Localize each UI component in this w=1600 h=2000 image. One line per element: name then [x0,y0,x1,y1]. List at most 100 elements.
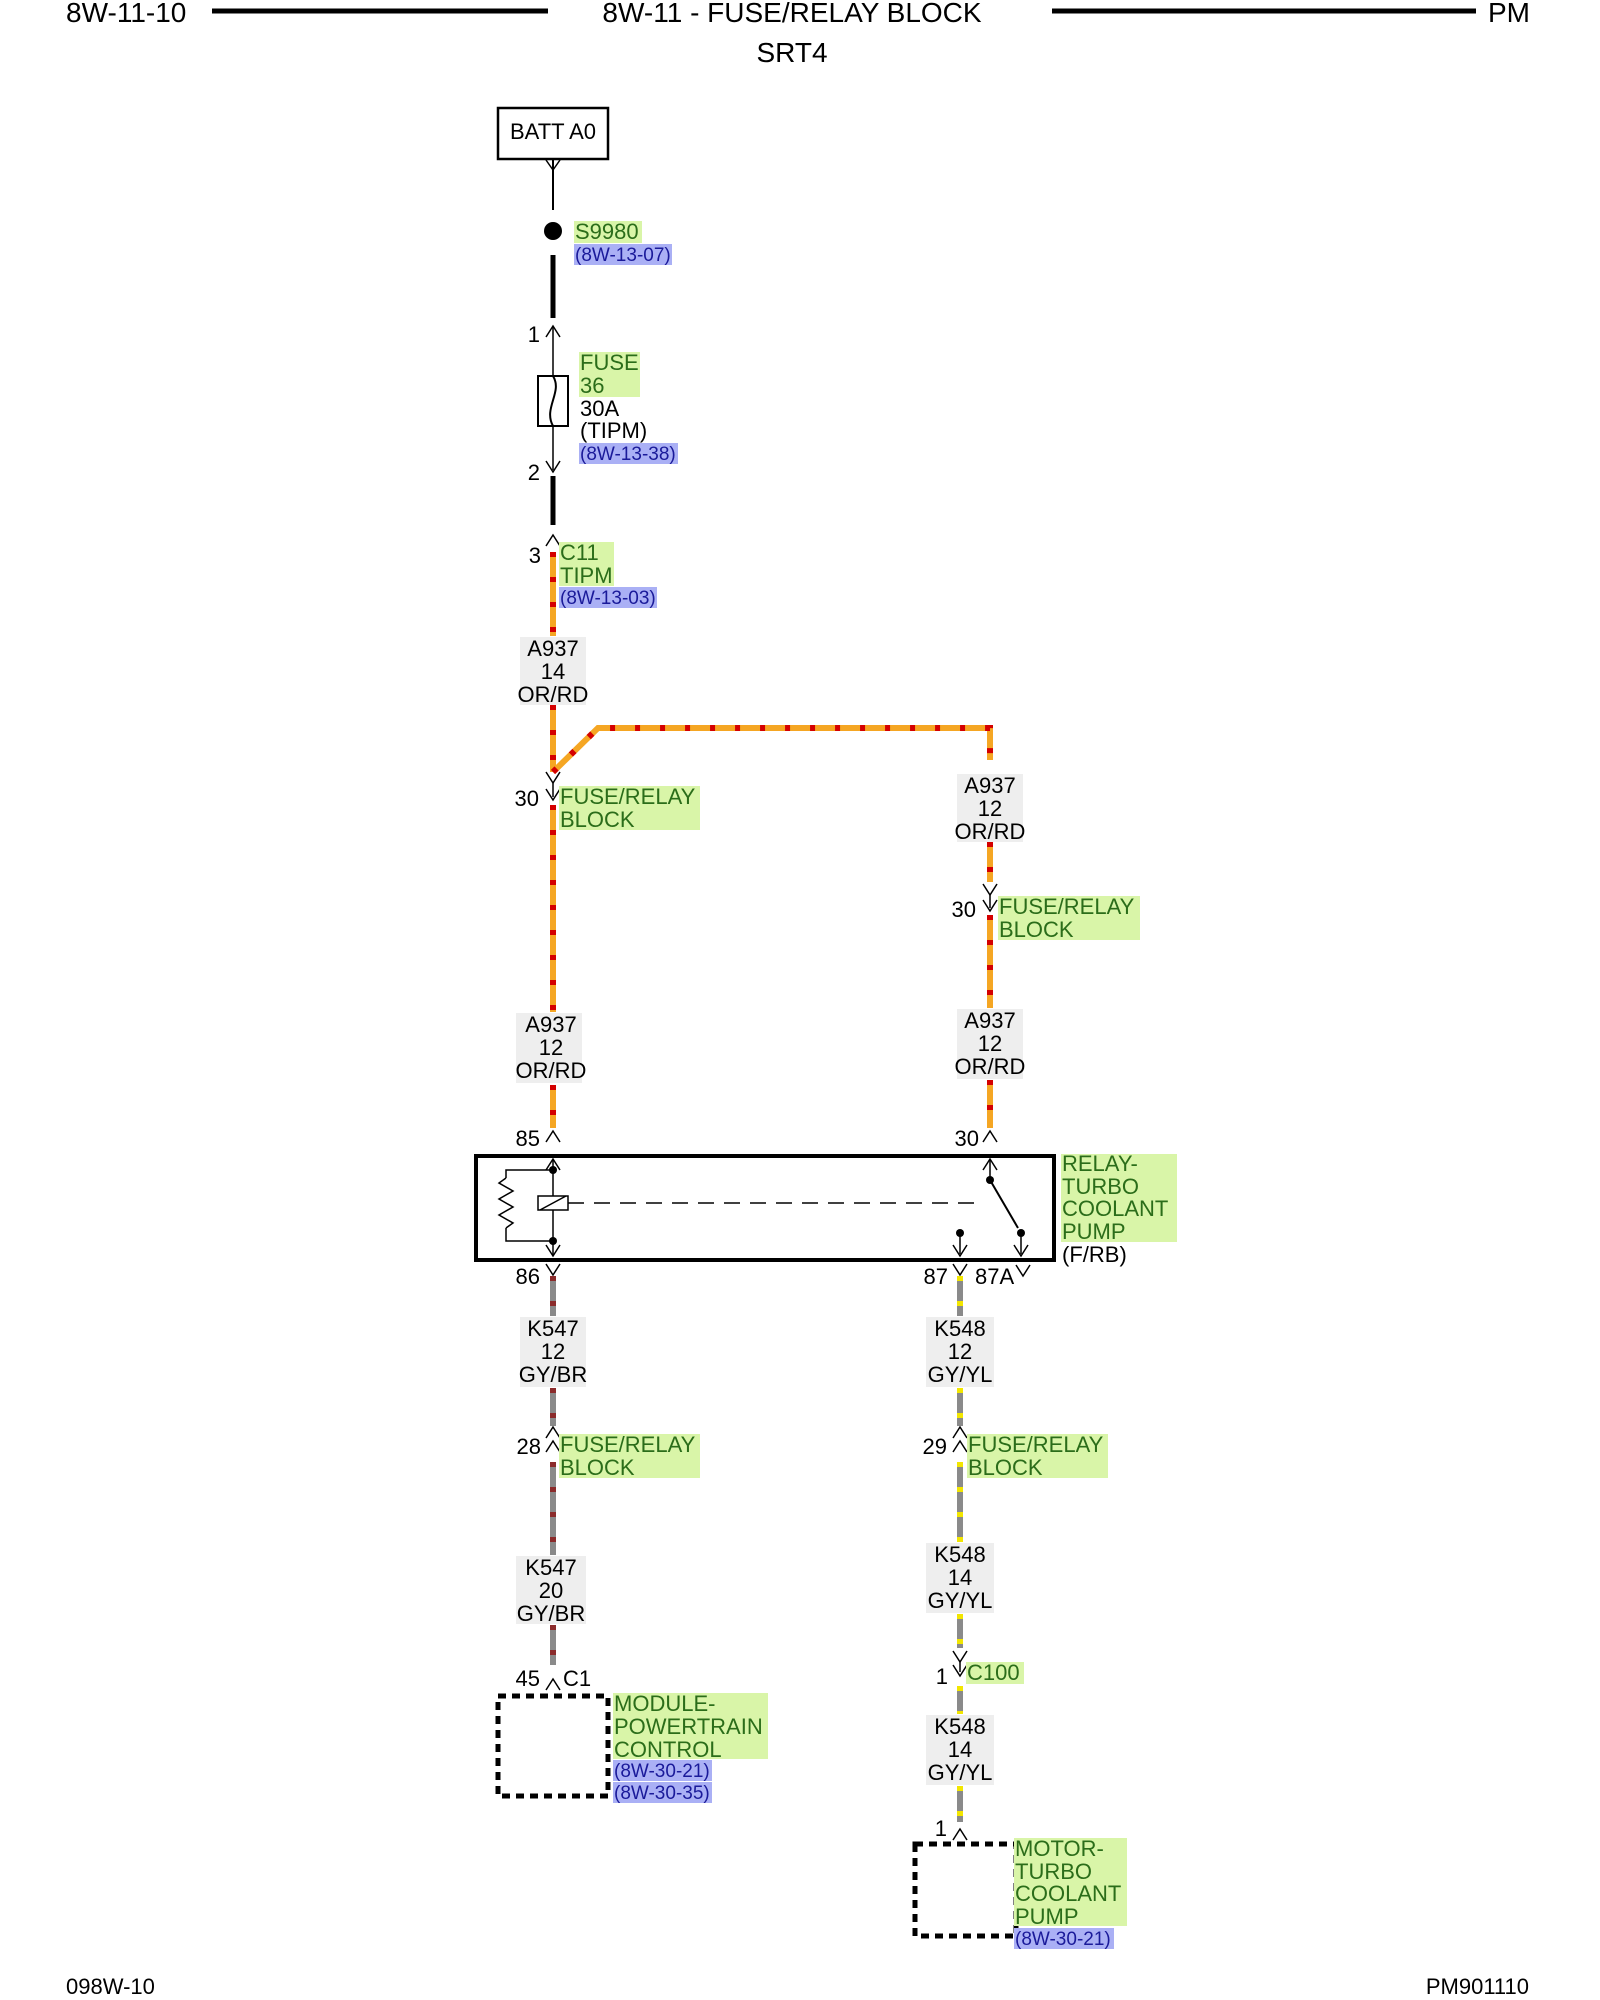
relay-pin-86: 86 [516,1264,540,1289]
wire-gauge: 20 [539,1578,563,1603]
footer-left: 098W-10 [66,1974,155,1999]
wire-a937-group [550,552,993,1128]
header-title: 8W-11 - FUSE/RELAY BLOCK [602,0,981,28]
frb-left-chevron [545,771,561,785]
wire-a937-branch-dash [550,725,993,775]
wire-color: GY/YL [928,1362,993,1387]
header-subtitle: SRT4 [756,37,827,68]
wire-gauge: 12 [948,1339,972,1364]
wire-circuit: A937 [525,1012,576,1037]
relay-resistor [497,1177,515,1229]
frb-right-pin: 30 [952,897,976,922]
motor-label-bg [1014,1838,1127,1926]
fuse-ref-bg [579,443,678,464]
wire-label-bg [516,1556,586,1624]
wire-circuit: K547 [527,1316,578,1341]
fuse-ref: (8W-13-38) [580,444,676,465]
wire-label-bg [520,637,586,705]
splice-dot [544,222,562,240]
relay-coil-slash [539,1195,567,1211]
relay-pin-87-chevron [952,1263,968,1277]
wire-gauge: 12 [978,1031,1002,1056]
motor-chevron [952,1827,968,1841]
wire-color: OR/RD [955,819,1026,844]
frb-29-label-1: FUSE/RELAY [968,1432,1104,1457]
frb-28-label-2: BLOCK [560,1455,635,1480]
pcm-ref-bg-2 [613,1782,712,1803]
wire-circuit: K547 [525,1555,576,1580]
motor-label-4: PUMP [1015,1904,1079,1929]
c11-ref: (8W-13-03) [560,588,656,609]
pcm-pin: 45 [516,1666,540,1691]
relay-contact-87a-chevron [1013,1244,1029,1258]
fuse-pin-in: 1 [528,322,540,347]
frb-right-label-2: BLOCK [999,917,1074,942]
wire-gauge: 14 [948,1737,972,1762]
wire-gauge: 12 [978,796,1002,821]
frb-right-chevron [982,883,998,897]
fuse-pin-out: 2 [528,460,540,485]
relay-switch-arm [989,1179,1019,1229]
relay-box [474,1154,1056,1262]
header-right: PM [1488,0,1530,28]
wire-label-bg [957,1009,1023,1079]
header: 8W-11-10 8W-11 - FUSE/RELAY BLOCK PM SRT… [66,0,1530,68]
relay-resistor-lead-bottom [505,1228,553,1242]
relay-label-4: PUMP [1062,1219,1126,1244]
frb-29-chevron [952,1425,968,1439]
pcm-label-3: CONTROL [614,1737,722,1762]
c11-label-1: C11 [560,540,599,565]
pcm-ref-bg-1 [613,1760,712,1781]
wire-gauge: 14 [541,659,565,684]
batt-label: BATT A0 [510,119,596,144]
frb-right-chevron-lower [982,899,998,913]
wire-gauge: 12 [539,1035,563,1060]
relay-label-1: RELAY- [1062,1151,1138,1176]
frb-left-label-bg [559,786,700,830]
relay-pin-30-chevron [982,1129,998,1143]
pcm-chevron [545,1677,561,1691]
relay-pin-85: 85 [516,1126,540,1151]
fuse-pin-out-chevron [545,460,561,474]
c11-ref-bg [559,587,657,608]
c100-label: C100 [967,1660,1020,1685]
wire-label-bg [957,774,1023,842]
frb-left-label-2: BLOCK [560,807,635,832]
wire-circuit: K548 [934,1316,985,1341]
pcm-ref-1: (8W-30-21) [614,1761,710,1782]
fuse-label-1: FUSE [580,350,639,375]
wire-color: OR/RD [955,1054,1026,1079]
wire-color: GY/YL [928,1760,993,1785]
fuse-location: (TIPM) [580,418,647,443]
relay-label-bg [1061,1154,1177,1242]
fuse-rating: 30A [580,396,619,421]
fuse-element [549,375,557,427]
c100-label-bg [966,1662,1024,1684]
relay-pin-87: 87 [924,1264,948,1289]
frb-left-chevron-lower [545,788,561,802]
frb-28-label-1: FUSE/RELAY [560,1432,696,1457]
frb-right-label-bg [998,896,1140,940]
wire-color: OR/RD [516,1058,587,1083]
motor-box [912,1841,1019,1939]
relay-label-2: TURBO [1062,1174,1139,1199]
c11-label-bg [559,542,614,586]
fuse-label-2: 36 [580,373,604,398]
wire-circuit: K548 [934,1542,985,1567]
wire-color: GY/BR [517,1601,585,1626]
frb-28-pin: 28 [517,1434,541,1459]
splice-id: S9980 [575,219,639,244]
relay-pin-87a: 87A [975,1264,1014,1289]
c11-pin: 3 [529,543,541,568]
wire-circuit: A937 [527,636,578,661]
relay-pin-87a-chevron [1015,1264,1031,1278]
frb-28-chevron-lower [545,1439,561,1453]
wire-color: OR/RD [518,682,589,707]
c100-pin: 1 [936,1664,948,1689]
pcm-ref-2: (8W-30-35) [614,1783,710,1804]
wire-label-bg [520,1317,586,1387]
wire-color: GY/YL [928,1588,993,1613]
footer-right: PM901110 [1426,1974,1529,1999]
wire-gauge: 12 [541,1339,565,1364]
